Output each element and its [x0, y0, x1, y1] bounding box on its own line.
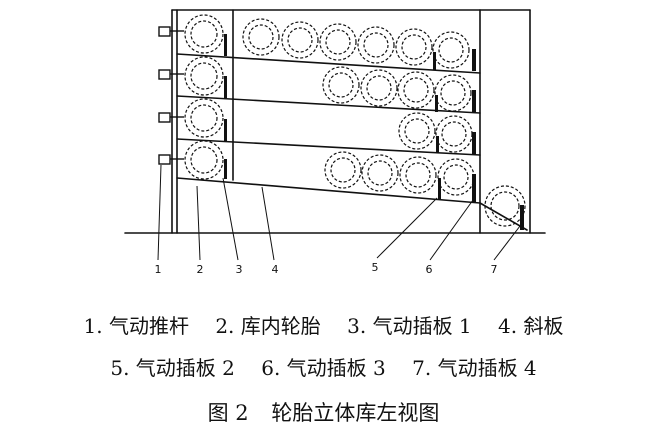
pneumatic-push-rods [158, 26, 184, 165]
tire [441, 121, 467, 147]
tire [440, 80, 466, 106]
tire [366, 75, 392, 101]
tire [490, 191, 520, 221]
tire [434, 74, 472, 112]
tire [248, 24, 274, 50]
push-rod [158, 26, 171, 37]
figure-title: 轮胎立体库左视图 [271, 401, 440, 425]
tire-storage-side-view-diagram: 1 2 3 4 5 6 7 [124, 9, 546, 276]
callout-labels: 1 2 3 4 5 6 7 [155, 261, 498, 276]
tire [403, 77, 429, 103]
tire [484, 185, 526, 227]
tire [397, 71, 435, 109]
legend-row-1: 1. 气动推杆 2. 库内轮胎 3. 气动插板 1 4. 斜板 [0, 314, 647, 338]
tire [395, 28, 433, 66]
chute-slope [479, 202, 528, 231]
tire [404, 118, 430, 144]
stored-tires [184, 14, 526, 227]
tire [281, 21, 319, 59]
insert-plate-2 [438, 178, 441, 200]
tire [361, 154, 399, 192]
callout-leader-lines [157, 164, 521, 261]
leader-line-6 [429, 199, 474, 261]
insert-plate-3 [472, 174, 476, 202]
insert-plate-1 [224, 119, 227, 141]
legend-item-insert-plate-1: 3. 气动插板 1 [347, 314, 472, 338]
push-rod [158, 69, 171, 80]
insert-plate-2 [435, 95, 438, 112]
tire [322, 66, 360, 104]
callout-2: 2 [197, 263, 204, 276]
shelf-level-2 [176, 95, 481, 114]
leader-line-3 [222, 177, 239, 261]
tire [190, 20, 218, 48]
pneumatic-insert-plates-2 [433, 52, 441, 200]
leader-line-5 [376, 197, 438, 259]
tire [190, 104, 218, 132]
tire [432, 31, 470, 69]
insert-plate-2 [433, 52, 436, 70]
push-rod [158, 112, 171, 123]
callout-6: 6 [426, 263, 433, 276]
tire [319, 23, 357, 61]
legend-item-insert-plate-4: 7. 气动插板 4 [412, 356, 537, 380]
tire [405, 162, 431, 188]
legend-row-2: 5. 气动插板 2 6. 气动插板 3 7. 气动插板 4 [0, 356, 647, 380]
tire [330, 157, 356, 183]
tire [360, 69, 398, 107]
insert-plate-3 [472, 49, 476, 71]
insert-plate-1 [224, 76, 227, 98]
callout-4: 4 [272, 263, 279, 276]
tire [325, 29, 351, 55]
tire [324, 151, 362, 189]
tire [328, 72, 354, 98]
tire [184, 98, 224, 138]
figure-number: 图 2 [207, 401, 249, 425]
inclined-plate [176, 177, 481, 204]
leader-line-2 [196, 185, 201, 261]
pneumatic-insert-plates-3 [472, 49, 476, 202]
tire [190, 62, 218, 90]
insert-plate-3 [472, 132, 476, 154]
insert-plate-1 [224, 34, 227, 56]
tire [363, 32, 389, 58]
legend-item-stored-tire: 2. 库内轮胎 [215, 314, 321, 338]
legend-item-inclined-plate: 4. 斜板 [498, 314, 564, 338]
tire [184, 56, 224, 96]
callout-3: 3 [236, 263, 243, 276]
figure-caption: 图 2 轮胎立体库左视图 [0, 400, 647, 426]
tire [398, 112, 436, 150]
tire [357, 26, 395, 64]
insert-plate-4 [520, 205, 524, 230]
insert-plate-1 [224, 159, 227, 179]
tire [190, 146, 218, 174]
insert-plate-2 [436, 136, 439, 153]
tire [438, 37, 464, 63]
tire [287, 27, 313, 53]
insert-plate-3 [472, 90, 476, 112]
leader-line-4 [261, 186, 275, 261]
leader-line-1 [157, 164, 162, 261]
tire [242, 18, 280, 56]
callout-5: 5 [372, 261, 379, 274]
tire [443, 164, 469, 190]
tire [184, 14, 224, 54]
tire [184, 140, 224, 180]
tire [367, 160, 393, 186]
callout-1: 1 [155, 263, 162, 276]
legend-item-insert-plate-3: 6. 气动插板 3 [261, 356, 386, 380]
callout-7: 7 [491, 263, 498, 276]
shelf-level-1 [176, 53, 481, 74]
push-rod [158, 154, 171, 165]
pneumatic-insert-plates-1 [224, 34, 227, 179]
legend-item-insert-plate-2: 5. 气动插板 2 [110, 356, 235, 380]
tire [401, 34, 427, 60]
leader-line-7 [493, 225, 521, 261]
tire [399, 156, 437, 194]
legend-item-push-rod: 1. 气动推杆 [83, 314, 189, 338]
shelf-level-3 [176, 138, 481, 156]
